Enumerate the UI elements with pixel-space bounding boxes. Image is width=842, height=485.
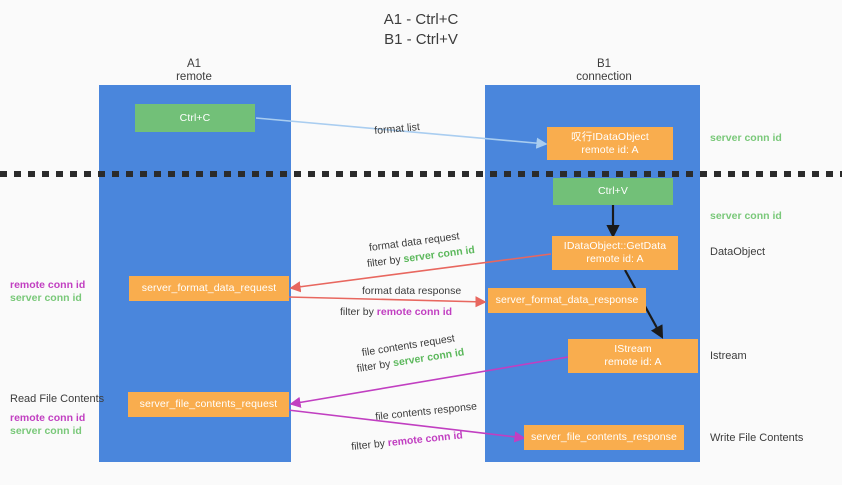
edge-label-file-contents-response: file contents response — [374, 400, 478, 424]
node-server-file-contents-request[interactable]: server_file_contents_request — [128, 392, 289, 417]
filter-by-text-2: filter by — [340, 306, 377, 318]
filter-by-text-4: filter by — [350, 437, 389, 454]
node-ctrl-c[interactable]: Ctrl+C — [135, 104, 255, 132]
node-server-file-contents-response[interactable]: server_file_contents_response — [524, 425, 684, 450]
left-label-server-conn-id-lower: server conn id — [10, 425, 82, 437]
page-title: A1 - Ctrl+C B1 - Ctrl+V — [383, 11, 459, 48]
edge-label-format-list: format list — [373, 121, 421, 138]
node-istream[interactable]: IStream remote id: A — [568, 339, 698, 373]
lane-header-b1: B1 connection — [576, 58, 632, 83]
right-label-istream: Istream — [710, 350, 747, 362]
remote-conn-id-text: remote conn id — [376, 306, 453, 318]
node-idataobject-getdata[interactable]: IDataObject::GetData remote id: A — [552, 236, 678, 270]
node-server-format-data-request[interactable]: server_format_data_request — [129, 276, 289, 301]
node-ctrl-v[interactable]: Ctrl+V — [553, 178, 673, 205]
left-label-server-conn-id-upper: server conn id — [10, 292, 82, 304]
right-label-server-conn-id-top: server conn id — [710, 132, 782, 144]
left-label-remote-conn-id-upper: remote conn id — [10, 279, 86, 291]
lane-header-a1: A1 remote — [176, 58, 212, 83]
edge-filter-format-data-response: filter by remote conn id — [340, 305, 452, 319]
filter-by-text-3: filter by — [355, 357, 395, 376]
right-label-write-file-contents: Write File Contents — [710, 432, 804, 444]
filter-by-text: filter by — [366, 253, 405, 271]
edge-label-format-data-response: format data response — [362, 285, 462, 297]
edge-filter-file-contents-response: filter by remote conn id — [351, 428, 464, 454]
remote-conn-id-text-2: remote conn id — [387, 429, 464, 450]
node-server-format-data-response[interactable]: server_format_data_response — [488, 288, 646, 313]
node-idataobject[interactable]: 叹行IDataObject remote id: A — [547, 127, 673, 160]
right-label-dataobject: DataObject — [710, 246, 766, 258]
left-label-read-file-contents: Read File Contents — [10, 393, 105, 405]
left-label-remote-conn-id-lower: remote conn id — [10, 412, 86, 424]
right-label-server-conn-id-mid: server conn id — [710, 210, 782, 222]
